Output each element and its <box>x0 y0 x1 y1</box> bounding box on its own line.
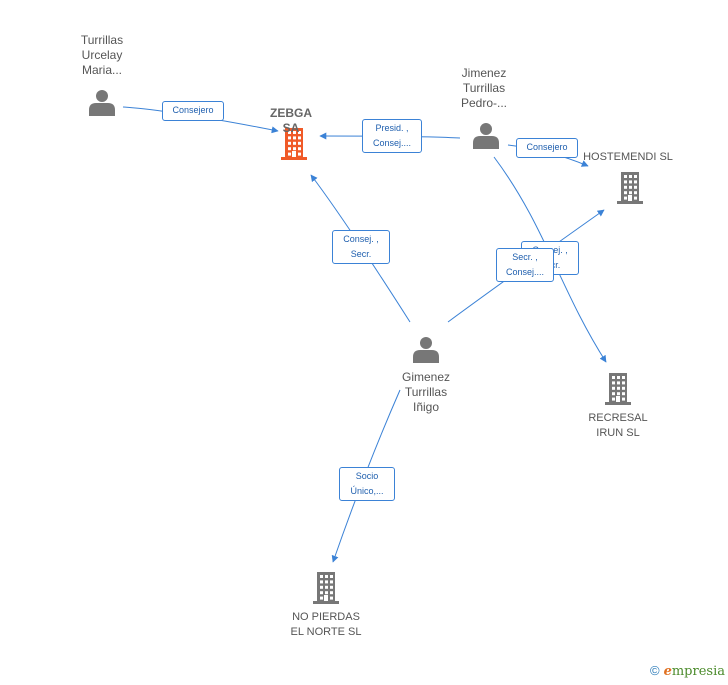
brand-footer[interactable]: ©empresia <box>650 663 725 679</box>
building-icon-nopierdas[interactable] <box>313 572 339 604</box>
copyright-symbol: © <box>649 663 660 678</box>
person-icon-gimenez[interactable] <box>413 337 439 363</box>
edge-label-gimenez-zebga[interactable]: Consej. , Secr. <box>332 230 390 264</box>
edge-label-gimenez-hostemendi[interactable]: Secr. , Consej.... <box>496 248 554 282</box>
node-label-nopierdas[interactable]: NO PIERDAS EL NORTE SL <box>290 611 362 638</box>
person-icon-jimenez[interactable] <box>473 123 499 149</box>
node-label-urcelay[interactable]: Turrillas Urcelay Maria... <box>80 33 124 77</box>
brand-name: mpresia <box>671 664 725 679</box>
icon-layer <box>89 90 643 604</box>
node-label-hostemendi[interactable]: HOSTEMENDI SL <box>583 151 673 163</box>
node-label-gimenez[interactable]: Gimenez Turrillas Iñigo <box>401 370 451 414</box>
brand-initial: e <box>663 664 672 679</box>
node-label-jimenez[interactable]: Jimenez Turrillas Pedro-... <box>460 66 508 110</box>
building-icon-zebga[interactable] <box>281 128 307 160</box>
node-label-zebga[interactable]: ZEBGA SA <box>270 106 312 135</box>
edge-label-gimenez-nopierdas[interactable]: Socio Único,... <box>339 467 395 501</box>
building-icon-hostemendi[interactable] <box>617 172 643 204</box>
edge-label-urcelay-zebga[interactable]: Consejero <box>162 101 224 121</box>
node-label-recresal[interactable]: RECRESAL IRUN SL <box>588 412 648 439</box>
edge-label-jimenez-zebga[interactable]: Presid. , Consej.... <box>362 119 422 153</box>
edge-label-jimenez-hostemendi[interactable]: Consejero <box>516 138 578 158</box>
building-icon-recresal[interactable] <box>605 373 631 405</box>
person-icon-urcelay[interactable] <box>89 90 115 116</box>
